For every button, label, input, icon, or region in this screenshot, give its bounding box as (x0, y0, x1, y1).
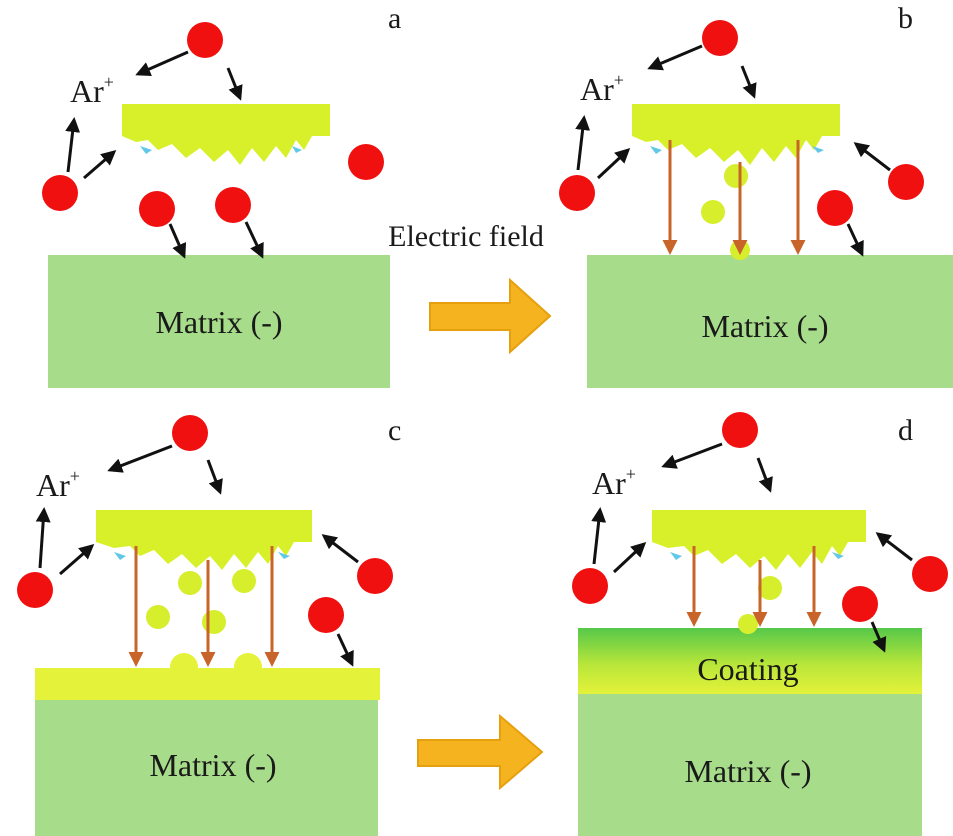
arrow-icon-c-3 (35, 507, 51, 569)
panel-letter-c: c (388, 414, 401, 447)
panel-c: c Matrix (-) Ar+ (17, 414, 401, 836)
arrow-icon-d-3 (591, 507, 607, 565)
ion-b-1 (702, 20, 738, 56)
arrow-icon-a-4 (83, 150, 117, 180)
ion-a-4 (139, 191, 175, 227)
particle-d-1 (758, 576, 782, 600)
target-c (96, 510, 312, 570)
arrow-icon-b-2 (740, 65, 757, 99)
right-arrow-icon-2 (417, 713, 544, 791)
ion-label-d: Ar+ (592, 464, 636, 501)
matrix-block-d (578, 694, 922, 836)
particle-d-2 (738, 614, 758, 634)
transition-2 (417, 713, 544, 791)
panel-a: a Matrix (-) Ar+ (42, 2, 401, 388)
ion-a-5 (215, 187, 251, 223)
particle-c-2 (232, 569, 256, 593)
arrow-icon-b-6 (846, 223, 864, 257)
arrow-icon-d-1 (661, 442, 723, 469)
arrow-icon-c-1 (107, 444, 173, 473)
ion-d-1 (722, 412, 758, 448)
arrow-icon-b-4 (596, 147, 631, 180)
deposit-bump-c-1 (170, 653, 198, 681)
matrix-block-a (48, 255, 390, 388)
ion-c-4 (308, 597, 344, 633)
arrow-icon-a-1 (135, 50, 189, 77)
matrix-label-a: Matrix (-) (155, 304, 282, 340)
particle-b-2 (701, 200, 725, 224)
arrow-icon-c-2 (206, 459, 223, 495)
ion-b-4 (817, 190, 853, 226)
arrow-icon-a-6 (244, 221, 264, 259)
arrow-icon-d-4 (612, 541, 647, 574)
target-a (122, 104, 330, 165)
coating-label: Coating (697, 651, 798, 687)
ion-label-c: Ar+ (36, 466, 80, 503)
arrow-icon-b-1 (647, 44, 703, 71)
arrow-icon-a-3 (65, 117, 81, 173)
ion-b-2 (559, 175, 595, 211)
particle-c-3 (146, 605, 170, 629)
ion-d-3 (912, 556, 948, 592)
panel-letter-b: b (898, 2, 913, 35)
arrow-icon-b-5 (853, 142, 891, 172)
arrow-icon-c-5 (321, 534, 359, 564)
transition-1: Electric field (388, 220, 552, 355)
ion-c-2 (17, 572, 53, 608)
deposit-bump-c-2 (234, 653, 262, 681)
ion-d-4 (842, 586, 878, 622)
arrow-icon-a-5 (168, 223, 187, 259)
ion-c-1 (172, 415, 208, 451)
arrow-icon-c-6 (336, 633, 354, 667)
ion-label-b: Ar+ (580, 70, 624, 107)
arrow-icon-d-6 (870, 621, 887, 653)
arrow-icon-d-5 (875, 532, 913, 562)
panel-d: d Matrix (-) Coating Ar+ (572, 412, 948, 836)
arrow-icon-c-4 (59, 544, 95, 576)
coating-layer-d (578, 628, 922, 694)
ion-c-3 (357, 558, 393, 594)
ion-d-2 (572, 568, 608, 604)
panel-b: b Matrix (-) Ar+ (559, 2, 953, 388)
target-d (652, 510, 866, 570)
ion-a-2 (42, 175, 78, 211)
ion-label-a: Ar+ (70, 72, 114, 109)
matrix-block-c (35, 700, 378, 836)
panel-letter-a: a (388, 2, 401, 35)
matrix-block-b (587, 255, 953, 388)
matrix-label-b: Matrix (-) (701, 308, 828, 344)
ion-a-3 (348, 144, 384, 180)
thin-film-c (35, 668, 380, 700)
matrix-label-d: Matrix (-) (684, 753, 811, 789)
particle-c-1 (178, 571, 202, 595)
electric-field-label: Electric field (388, 220, 544, 253)
arrow-icon-a-2 (226, 67, 243, 101)
particle-c-4 (202, 610, 226, 634)
right-arrow-icon-1 (429, 277, 552, 355)
ion-a-1 (187, 22, 223, 58)
matrix-label-c: Matrix (-) (149, 747, 276, 783)
arrow-icon-b-3 (575, 115, 591, 171)
arrow-icon-d-2 (756, 457, 773, 493)
particle-b-1 (724, 164, 748, 188)
ion-b-3 (888, 164, 924, 200)
panel-letter-d: d (898, 414, 913, 447)
target-b (632, 104, 840, 165)
